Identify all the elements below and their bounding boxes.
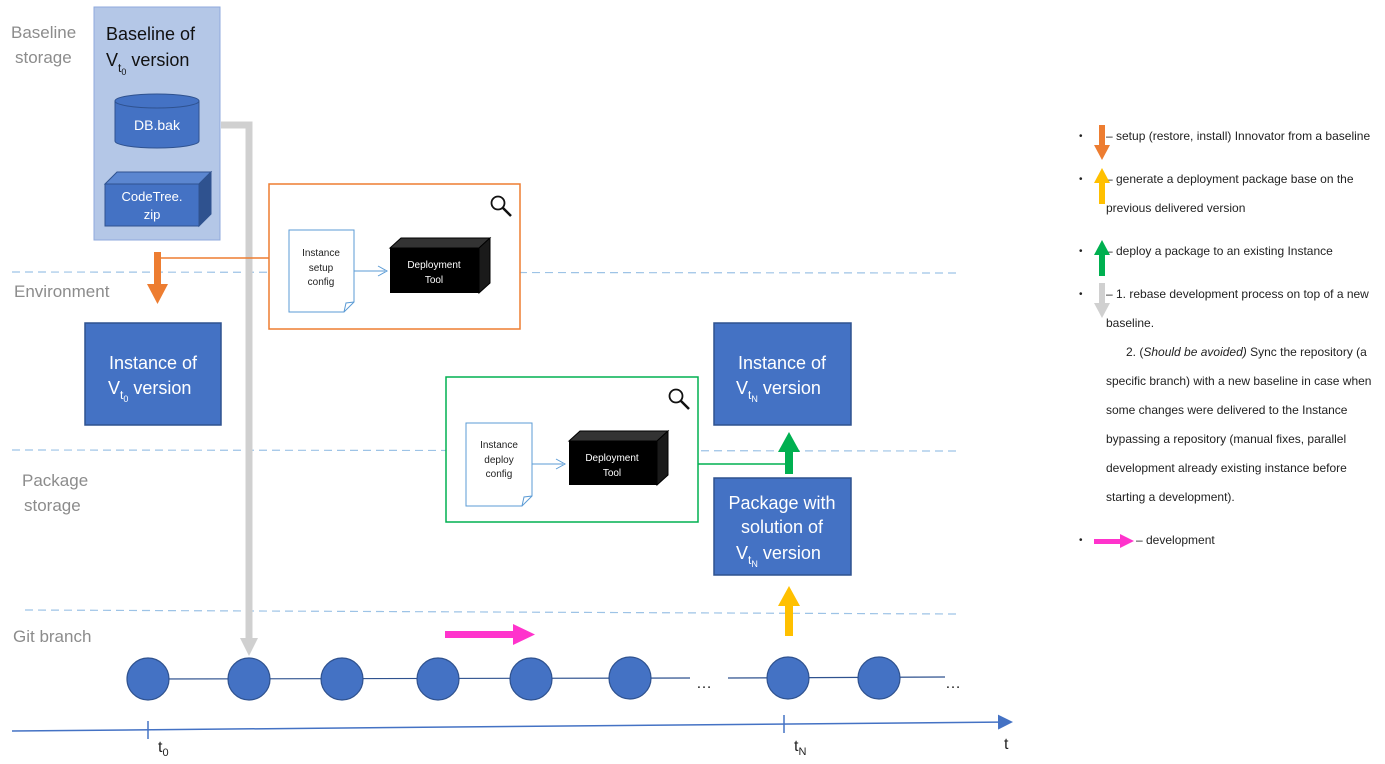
commit-node[interactable] bbox=[857, 656, 901, 700]
legend-bullet: • bbox=[1079, 131, 1083, 142]
lane-divider-3 bbox=[24, 609, 957, 615]
deploy-tool-label-1: Deployment bbox=[585, 453, 639, 464]
magnifier-icon[interactable] bbox=[490, 195, 512, 217]
legend-bullet: • bbox=[1079, 174, 1083, 185]
commit-node[interactable] bbox=[766, 656, 810, 700]
legend: • – setup (restore, install) Innovator f… bbox=[1076, 122, 1376, 565]
instance-t0-box: Instance of Vt0 version bbox=[84, 322, 222, 426]
setup-arrow bbox=[147, 252, 168, 304]
git-branch-line-2 bbox=[727, 676, 946, 679]
orange-arrow-icon bbox=[1094, 125, 1110, 160]
instance-t0-title: Instance of bbox=[109, 353, 198, 373]
ellipsis-1: … bbox=[696, 675, 712, 692]
green-arrow-icon bbox=[1094, 240, 1110, 276]
legend-rebase-text-2: 2. (Should be avoided) Sync the reposito… bbox=[1106, 345, 1372, 504]
package-tn-version: VtN version bbox=[736, 543, 821, 569]
deploy-config-label-1: Instance bbox=[480, 440, 518, 451]
instance-tn-title: Instance of bbox=[738, 353, 827, 373]
deploy-panel: Instance deploy config Deployment Tool bbox=[445, 376, 788, 523]
instance-tn-version: VtN version bbox=[736, 378, 821, 404]
db-label: DB.bak bbox=[134, 117, 181, 133]
commit-node[interactable] bbox=[608, 656, 652, 700]
commit-list bbox=[126, 656, 901, 701]
setup-config-label-3: config bbox=[308, 277, 335, 288]
database-icon: DB.bak bbox=[114, 93, 200, 149]
baseline-box: Baseline of Vt0 version DB.bak CodeTree.… bbox=[93, 6, 221, 241]
setup-config-label-1: Instance bbox=[302, 248, 340, 259]
lane-label-environment: Environment bbox=[14, 282, 110, 301]
lane-label-git: Git branch bbox=[13, 627, 91, 646]
legend-item-deploy: • – deploy a package to an existing Inst… bbox=[1076, 237, 1376, 276]
setup-config-label-2: setup bbox=[309, 263, 334, 274]
legend-item-rebase: • – 1. rebase development process on top… bbox=[1076, 280, 1376, 512]
magenta-arrow-icon bbox=[1094, 534, 1134, 548]
commit-node[interactable] bbox=[416, 657, 460, 701]
setup-tool-label-2: Tool bbox=[425, 275, 443, 286]
rebase-arrow bbox=[221, 121, 258, 656]
commit-node[interactable] bbox=[320, 657, 364, 701]
legend-bullet: • bbox=[1079, 289, 1083, 300]
baseline-title: Baseline of bbox=[106, 24, 196, 44]
package-tn-line-1: Package with bbox=[728, 493, 835, 513]
deploy-config-label-3: config bbox=[486, 469, 513, 480]
development-arrow bbox=[445, 624, 535, 645]
legend-development-text: – development bbox=[1136, 533, 1215, 547]
commit-node[interactable] bbox=[126, 657, 170, 701]
deploy-config-document: Instance deploy config bbox=[465, 422, 533, 507]
legend-bullet: • bbox=[1079, 246, 1083, 257]
ellipsis-2: … bbox=[945, 675, 961, 692]
legend-item-generate: • – generate a deployment package base o… bbox=[1076, 165, 1376, 223]
lane-label-package: Package bbox=[22, 471, 88, 490]
lane-label-baseline: Baseline bbox=[11, 23, 76, 42]
commit-node[interactable] bbox=[509, 657, 553, 701]
gold-arrow-icon bbox=[1094, 168, 1110, 204]
time-axis bbox=[11, 714, 1013, 732]
codetree-icon: CodeTree. zip bbox=[103, 170, 213, 228]
legend-deploy-text: – deploy a package to an existing Instan… bbox=[1106, 244, 1333, 258]
package-tn-line-2: solution of bbox=[741, 517, 824, 537]
baseline-version-label: Vt0 version bbox=[106, 50, 189, 77]
lane-label-package-2: storage bbox=[24, 496, 81, 515]
package-tn-box: Package with solution of VtN version bbox=[713, 477, 852, 576]
setup-tool-label-1: Deployment bbox=[407, 260, 461, 271]
legend-rebase-text-1: – 1. rebase development process on top o… bbox=[1106, 287, 1369, 330]
legend-item-setup: • – setup (restore, install) Innovator f… bbox=[1076, 122, 1376, 160]
codetree-label-2: zip bbox=[144, 207, 161, 222]
process-diagram: Baseline storage Environment Package sto… bbox=[11, 6, 1013, 759]
deploy-tool-label-2: Tool bbox=[603, 468, 621, 479]
commit-node[interactable] bbox=[227, 657, 271, 701]
time-axis-label: t bbox=[1004, 736, 1009, 753]
lane-label-baseline-2: storage bbox=[15, 48, 72, 67]
instance-tn-box: Instance of VtN version bbox=[713, 322, 852, 426]
deploy-arrow bbox=[778, 432, 800, 474]
tn-label: tN bbox=[794, 738, 806, 758]
t0-label: t0 bbox=[158, 739, 169, 759]
generate-arrow bbox=[778, 586, 800, 636]
magnifier-icon-2[interactable] bbox=[668, 388, 690, 410]
gray-arrow-icon bbox=[1094, 283, 1110, 318]
deploy-config-label-2: deploy bbox=[484, 455, 513, 466]
setup-panel: Instance setup config Deployment Tool bbox=[157, 183, 521, 330]
setup-deployment-tool: Deployment Tool bbox=[388, 236, 492, 295]
legend-bullet: • bbox=[1079, 535, 1083, 546]
codetree-label-1: CodeTree. bbox=[122, 189, 183, 204]
deploy-deployment-tool: Deployment Tool bbox=[567, 429, 670, 487]
instance-t0-version: Vt0 version bbox=[108, 378, 191, 404]
setup-config-document: Instance setup config bbox=[288, 229, 355, 313]
legend-item-development: • – development bbox=[1076, 526, 1376, 555]
legend-setup-text: – setup (restore, install) Innovator fro… bbox=[1106, 129, 1371, 143]
legend-generate-text: – generate a deployment package base on … bbox=[1106, 172, 1354, 215]
